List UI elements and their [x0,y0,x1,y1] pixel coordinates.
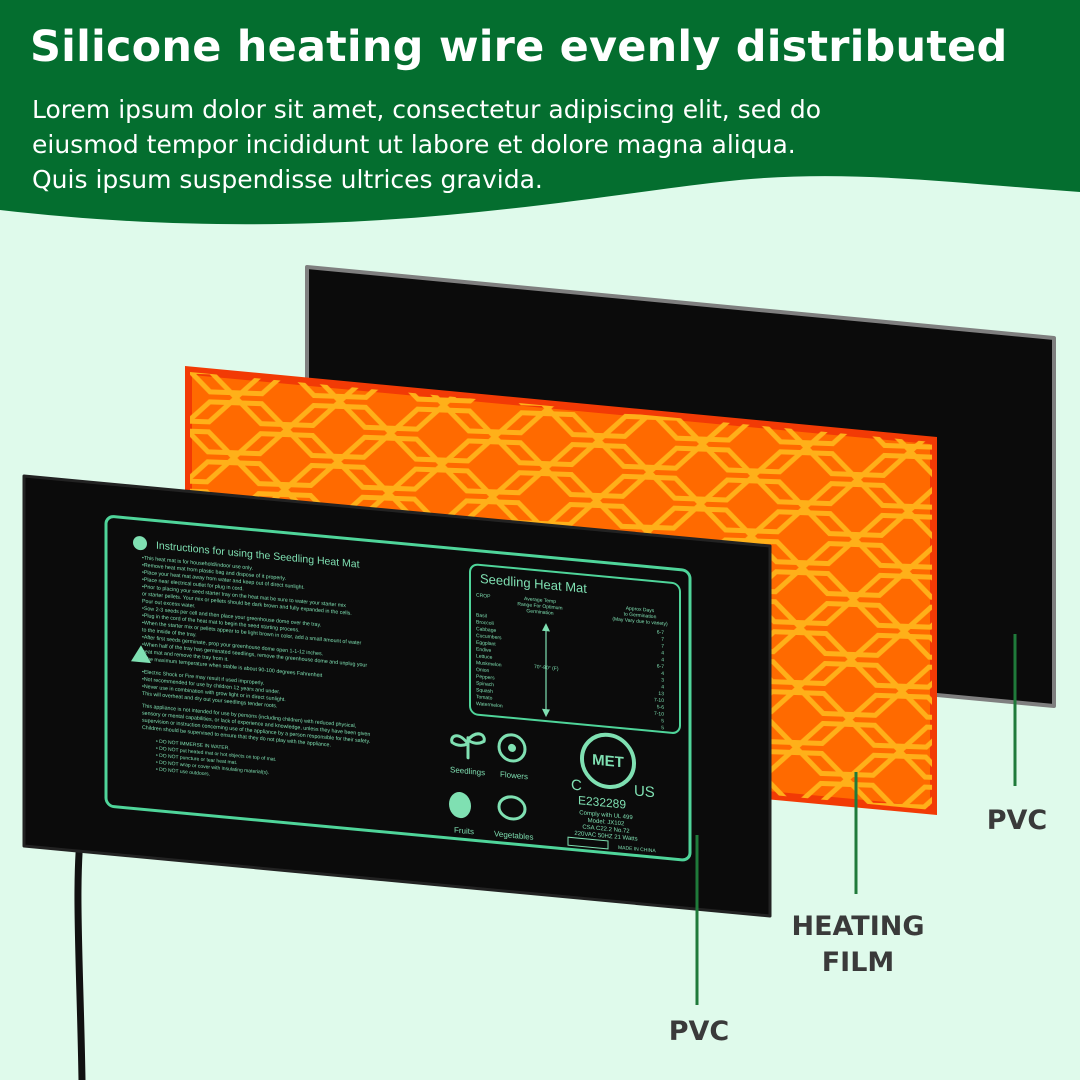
days-9: 13 [658,691,664,698]
vegetable-icon [497,795,527,821]
crop-9: Peppers [476,674,495,682]
table-col-crop: CROP [476,593,491,600]
book-icon [133,536,147,551]
cert-line-1: Model: JX102 [588,818,625,827]
crop-0: Basil [476,613,487,620]
days-4: 4 [661,657,664,663]
flowers-label: Flowers [500,770,528,782]
met-c: C [571,776,582,794]
subheadline-line-2: eiusmod tempor incididunt ut labore et d… [32,130,796,159]
days-11: 5-6 [657,704,664,711]
bottom-pvc-label: PVC [669,1016,730,1047]
compliance-mark-icons [567,836,609,850]
table-col-days-3: (May Vary due to variety) [612,616,668,627]
met-logo: MET [592,751,624,771]
crop-12: Tomato [476,694,493,702]
top-pvc-label: PVC [987,805,1048,836]
table-col-days: Approx Days [626,606,655,615]
crop-10: Spinach [476,681,494,689]
days-5: 6-7 [657,663,664,670]
bottom-pvc-mat: Instructions for using the Seedling Heat… [22,474,772,918]
instruction-line-10: to the inside of the tray. [142,627,197,638]
crop-2: Cabbage [476,626,496,634]
crop-6: Lettuce [476,653,493,661]
table-col-days-2: to Germination [624,611,657,620]
headline: Silicone heating wire evenly distributed [30,22,1008,72]
days-7: 3 [661,677,664,683]
days-12: 7-10 [654,711,664,718]
crop-11: Squash [476,687,493,695]
instruction-line-6: Pour out excess water. [142,598,195,609]
subheadline-line-3: Quis ipsum suspendisse ultrices gravida. [32,165,543,194]
cert-line-3: 220VAC 50HZ 21 Watts [574,831,637,843]
table-col-temp: Average Temp [524,596,556,605]
seedling-icon [450,732,486,760]
crop-5: Endive [476,647,491,654]
flower-center [508,743,516,752]
crop-13: Watermelon [476,701,503,710]
crop-list: BasilBroccoliCabbageCucumbersEggplantEnd… [476,613,503,710]
met-logo-ring [580,732,636,790]
crop-8: Onion [476,667,490,674]
subheadline: Lorem ipsum dolor sit amet, consectetur … [32,92,1042,197]
vegetables-label: Vegetables [494,829,534,842]
germination-table-panel [469,563,681,734]
days-10: 7-10 [654,697,664,704]
cert-line-2: CSA C22.2 No.72 [582,825,630,835]
subheadline-line-1: Lorem ipsum dolor sit amet, consectetur … [32,95,822,124]
table-col-temp-2: Range For Optimum [517,601,562,611]
mat-body [22,474,772,918]
made-in-label: MADE IN CHINA [618,845,656,855]
heating-film-label-line-2: FILM [822,947,895,978]
temp-range-label: 70°-80° (F) [534,664,559,672]
days-14: 5 [661,725,664,731]
heating-film-label-line-1: HEATING [791,911,924,942]
banner-shape [0,0,1080,225]
header-banner [0,0,1080,225]
crop-4: Eggplant [476,640,496,648]
met-us: US [634,782,655,801]
table-col-temp-3: Germination [526,608,553,617]
fruit-icon [449,792,471,819]
days-8: 4 [661,684,664,690]
cert-line-0: Comply with UL 499 [579,810,633,821]
mat-print-border [104,515,692,862]
temp-arrow-up-icon [542,623,550,632]
days-6: 4 [661,671,664,677]
crop-1: Broccoli [476,619,494,627]
days-1: 7 [661,637,664,643]
mat-print: Instructions for using the Seedling Heat… [104,515,692,862]
temp-arrow-down-icon [542,708,550,718]
days-3: 4 [661,650,664,656]
days-2: 7 [661,643,664,649]
days-13: 5 [661,718,664,724]
power-cord [74,816,86,1080]
warning-icon [131,645,151,664]
days-0: 6-7 [657,629,664,636]
cert-code: E232289 [578,793,626,811]
warnings-list: •Electric Shock or Fire may result if us… [142,669,286,709]
do-not-line-4: • DO NOT use outdoors. [156,767,210,778]
flower-icon [497,733,527,763]
crop-7: Muskmelon [476,660,502,668]
fruits-label: Fruits [454,826,474,837]
seedlings-label: Seedlings [450,765,485,777]
crop-3: Cucumbers [476,633,502,641]
